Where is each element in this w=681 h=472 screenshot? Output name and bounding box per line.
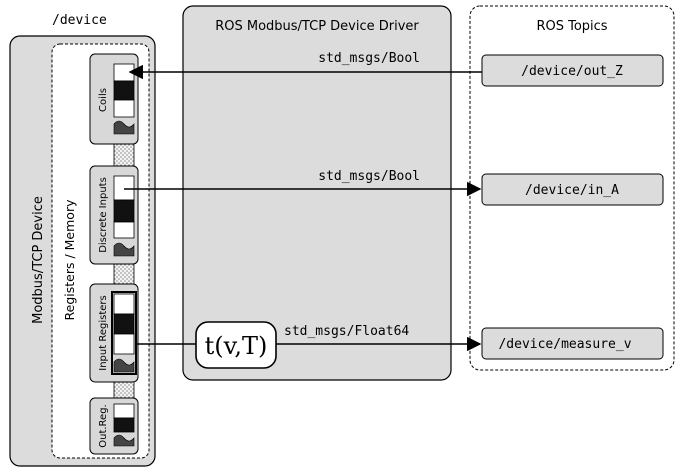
- transform-function-box[interactable]: [195, 321, 277, 369]
- coils-label: Coils: [98, 88, 109, 112]
- msg-type-label-measure-v: std_msgs/Float64: [284, 324, 409, 339]
- input-registers-selection: [111, 291, 137, 375]
- discrete-inputs-label: Discrete Inputs: [98, 177, 109, 253]
- input-registers-block[interactable]: Input Registers: [89, 283, 139, 383]
- topic-measure-v-box: [481, 327, 664, 360]
- msg-type-label-in-a: std_msgs/Bool: [318, 169, 420, 184]
- msg-type-label-out-z: std_msgs/Bool: [318, 51, 420, 66]
- ros-topics-title: ROS Topics: [536, 19, 607, 34]
- coils-cell-2: [113, 99, 135, 118]
- discrete-inputs-block[interactable]: Discrete Inputs: [89, 165, 139, 265]
- input-registers-cell-1: [113, 313, 135, 335]
- output-registers-block[interactable]: Out.Reg.: [89, 397, 139, 455]
- topic-out-z-box: [481, 54, 664, 87]
- registers-memory-title: Registers / Memory: [62, 199, 77, 321]
- driver-panel: [182, 5, 452, 381]
- input-registers-cell-0: [113, 293, 135, 315]
- topic-in-a-label: /device/in_A: [525, 183, 619, 198]
- device-namespace-label: /device: [52, 13, 107, 28]
- input-registers-label: Input Registers: [98, 295, 109, 370]
- topic-measure-v-label: /device/measure_v: [498, 337, 631, 352]
- discrete-inputs-cell-0: [113, 175, 135, 201]
- topic-measure-v[interactable]: /device/measure_v: [481, 327, 664, 360]
- modbus-device-title: Modbus/TCP Device: [31, 196, 46, 324]
- discrete-inputs-continuation-wave: [113, 242, 135, 257]
- topic-out-z-label: /device/out_Z: [521, 64, 623, 79]
- output-registers-cell-0: [113, 403, 135, 419]
- output-registers-label: Out.Reg.: [98, 404, 109, 448]
- output-registers-continuation-wave: [113, 434, 135, 447]
- input-registers-cell-2: [113, 333, 135, 355]
- topic-in-a[interactable]: /device/in_A: [481, 173, 664, 206]
- coils-continuation-wave: [113, 120, 135, 135]
- output-registers-cell-1: [113, 417, 135, 433]
- driver-title: ROS Modbus/TCP Device Driver: [215, 19, 419, 34]
- discrete-inputs-cell-2: [113, 221, 135, 239]
- coils-block[interactable]: Coils: [89, 53, 139, 145]
- discrete-inputs-cell-1: [113, 199, 135, 223]
- input-registers-continuation-wave: [113, 358, 135, 373]
- transform-function-label: t(v,T): [205, 332, 268, 360]
- coils-cell-1: [113, 80, 135, 101]
- topic-out-z[interactable]: /device/out_Z: [481, 54, 664, 87]
- topic-in-a-box: [481, 173, 664, 206]
